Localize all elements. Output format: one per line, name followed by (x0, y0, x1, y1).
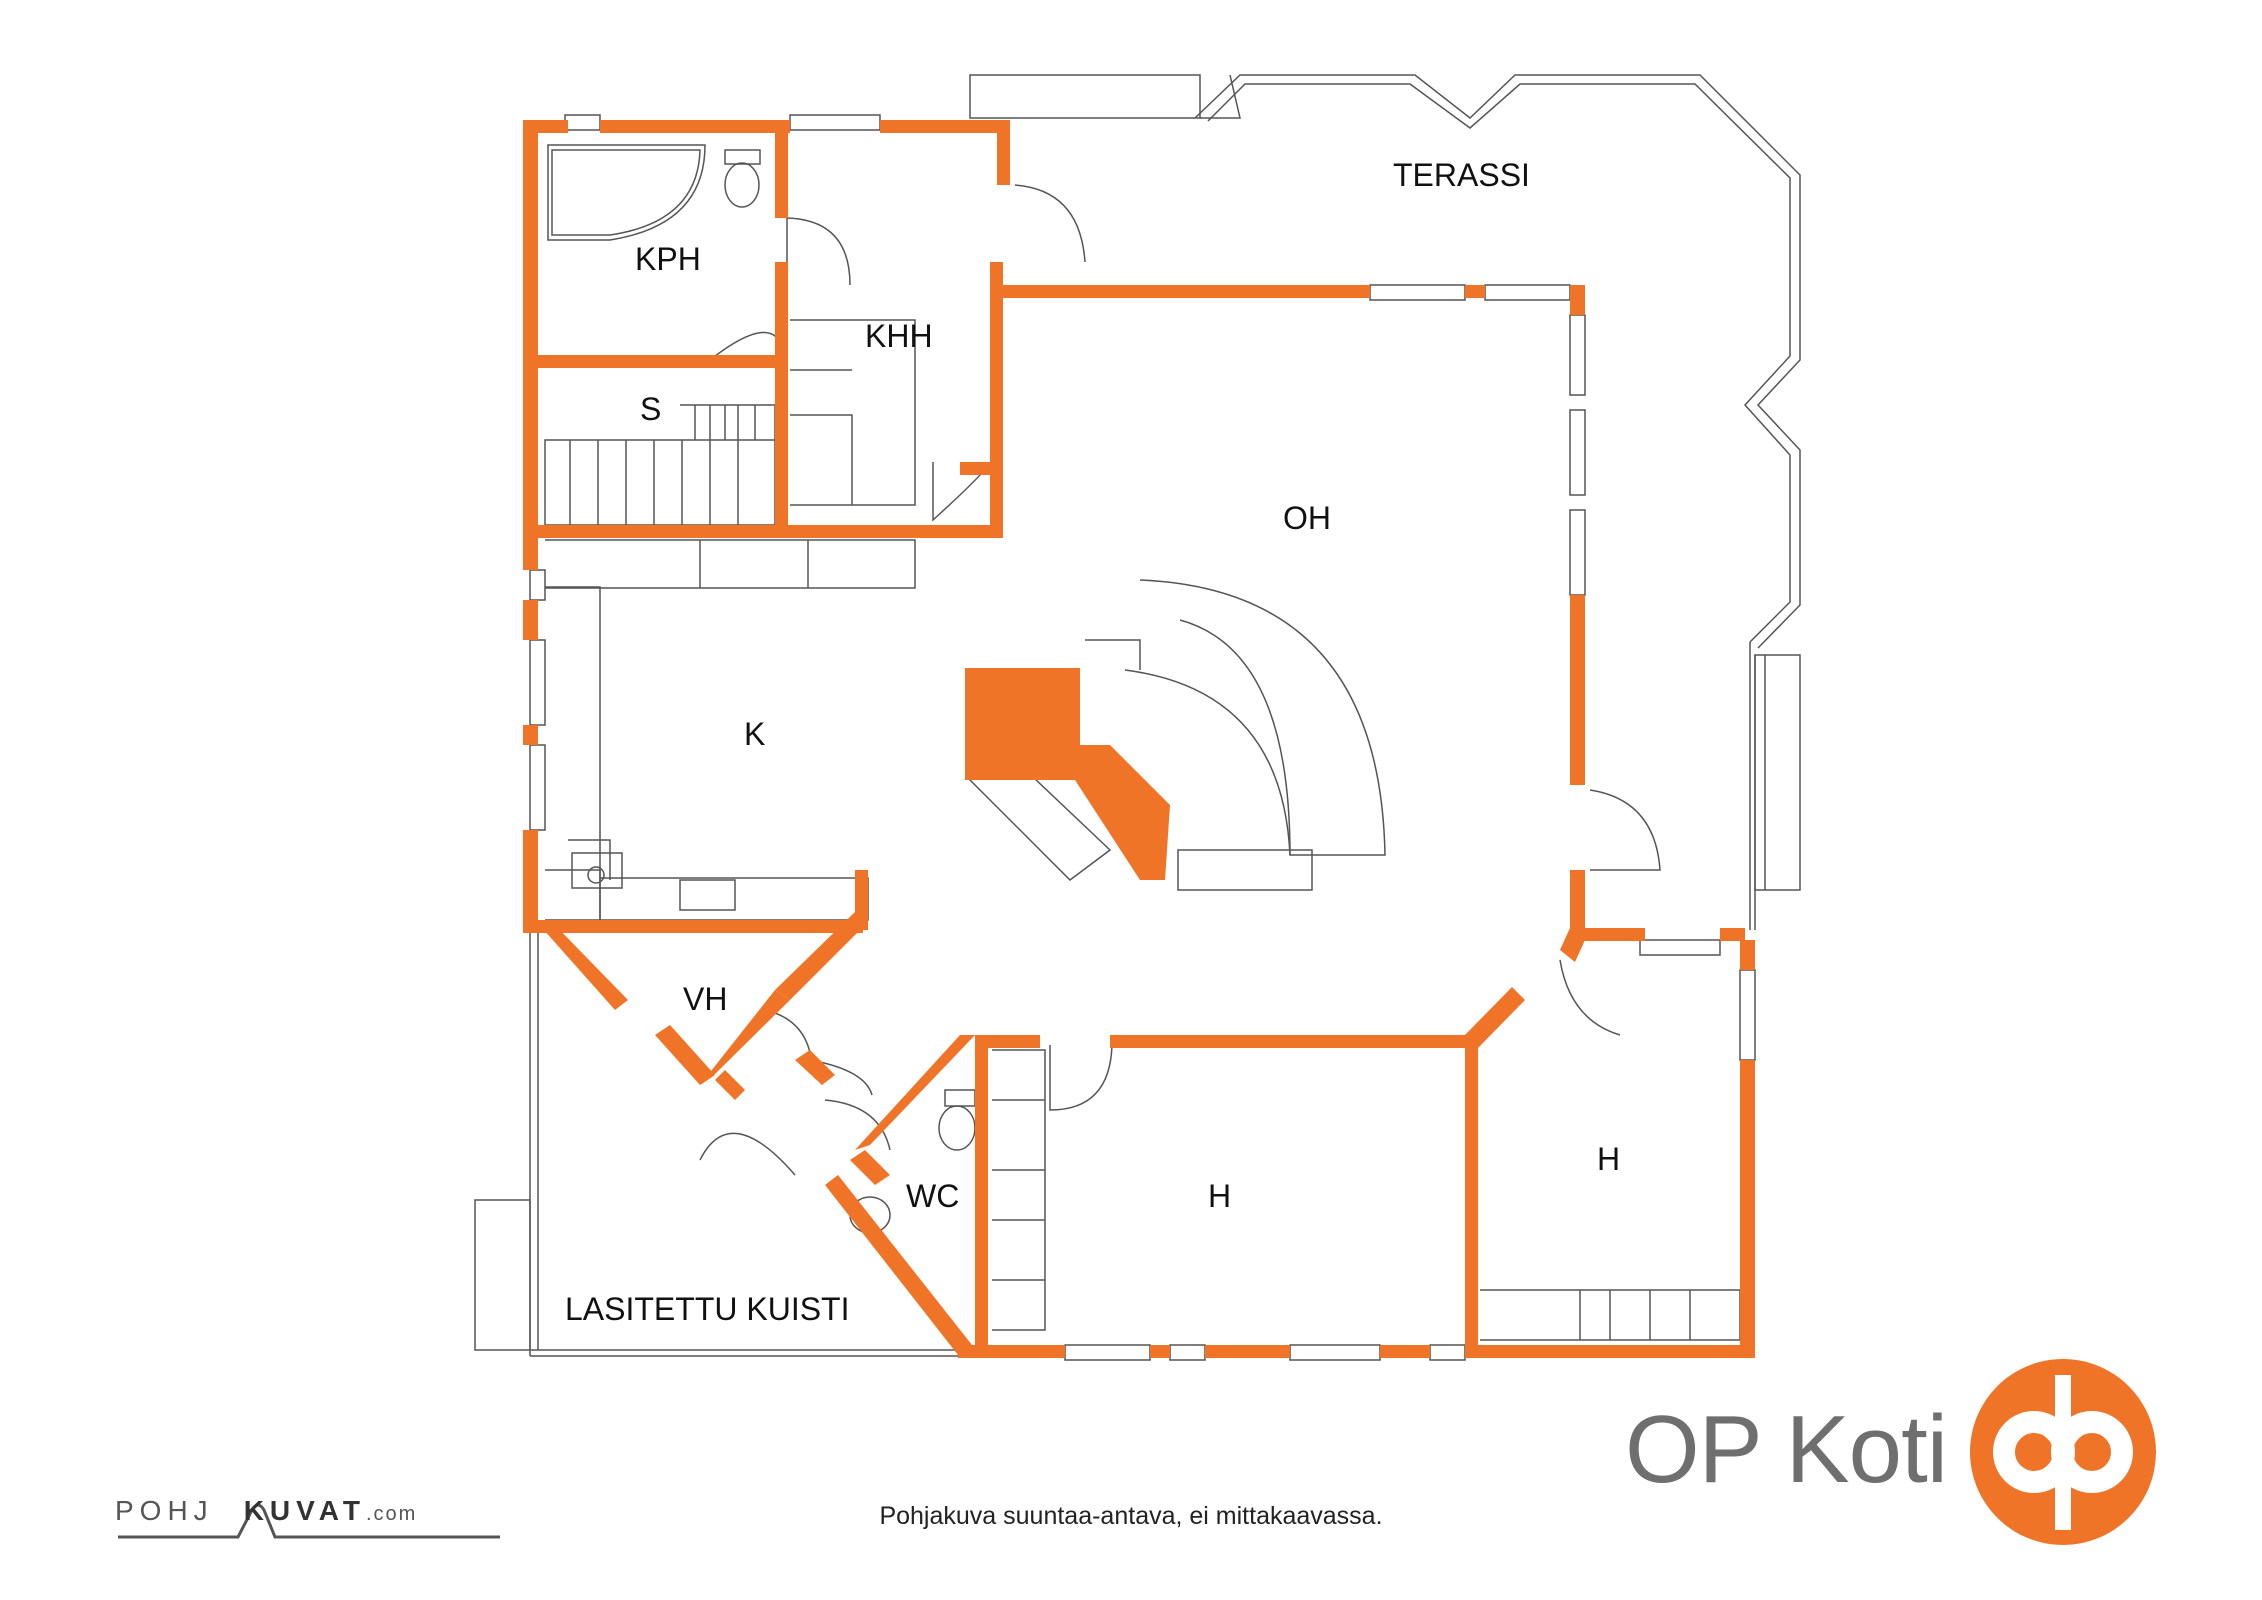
room-label-k: K (744, 716, 765, 752)
credit-logo: POHJ KUVAT.com (115, 1495, 417, 1527)
room-label-s: S (640, 391, 661, 427)
brand-name: OP Koti (1625, 1396, 1948, 1503)
room-label-khh: KHH (865, 318, 933, 354)
caption-disclaimer: Pohjakuva suuntaa-antava, ei mittakaavas… (879, 1502, 1383, 1530)
room-label-h-middle: H (1208, 1178, 1231, 1214)
room-label-h-right: H (1597, 1141, 1620, 1177)
op-logo (1970, 1359, 2156, 1545)
room-label-kph: KPH (635, 241, 701, 277)
room-label-terassi: TERASSI (1393, 157, 1530, 193)
room-label-wc: WC (906, 1178, 959, 1214)
room-label-kuisti: LASITETTU KUISTI (565, 1291, 849, 1327)
room-label-vh: VH (683, 981, 727, 1017)
room-label-oh: OH (1283, 500, 1331, 536)
credit-left: POHJ (115, 1495, 214, 1526)
credit-domain: .com (365, 1503, 418, 1525)
credit-right: KUVAT (243, 1495, 366, 1526)
